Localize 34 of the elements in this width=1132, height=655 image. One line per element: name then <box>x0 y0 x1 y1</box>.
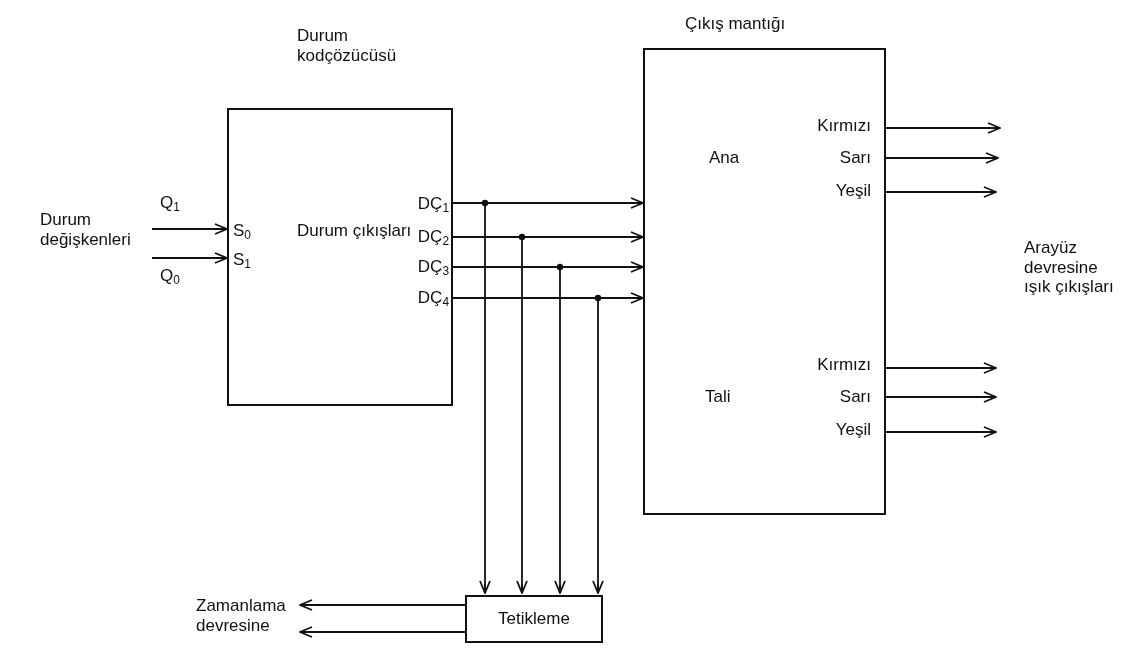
block-title: Durum kodçözücüsü <box>297 26 398 66</box>
arrow <box>452 266 566 594</box>
block-label: Ana <box>709 148 741 168</box>
block-title: Çıkış mantığı <box>685 14 787 34</box>
trigger-block <box>465 595 603 643</box>
pin-label: DÇ$_{1}$ <box>416 194 449 216</box>
block-label: Tetikleme <box>497 609 571 629</box>
output-label: Kırmızı <box>816 355 871 375</box>
arrow <box>885 122 1001 134</box>
arrow <box>885 426 997 438</box>
arrow <box>885 391 997 403</box>
arrow <box>885 362 997 374</box>
arrow <box>885 186 997 198</box>
block-label: Tali <box>705 387 732 407</box>
input-label: Durum değişkenleri <box>40 210 132 250</box>
arrow <box>452 236 528 594</box>
pin-label: DÇ$_{4}$ <box>416 288 449 310</box>
arrow <box>299 626 466 638</box>
arrow <box>151 252 228 264</box>
pin-label: S$_{1}$ <box>233 250 252 272</box>
pin-label: S$_{0}$ <box>233 221 252 243</box>
arrow <box>885 152 999 164</box>
output-label: Kırmızı <box>816 116 871 136</box>
output-label: Zamanlama devresine <box>196 596 287 636</box>
arrow <box>151 223 228 235</box>
arrow <box>452 202 491 594</box>
output-label: Yeşil <box>834 181 871 201</box>
arrow <box>452 297 604 594</box>
arrow <box>299 599 466 611</box>
output-label: Sarı <box>838 148 871 168</box>
output-label: Arayüz devresine ışık çıkışları <box>1024 238 1115 297</box>
output-label: Yeşil <box>834 420 871 440</box>
pin-label: DÇ$_{3}$ <box>416 257 449 279</box>
output-label: Sarı <box>838 387 871 407</box>
